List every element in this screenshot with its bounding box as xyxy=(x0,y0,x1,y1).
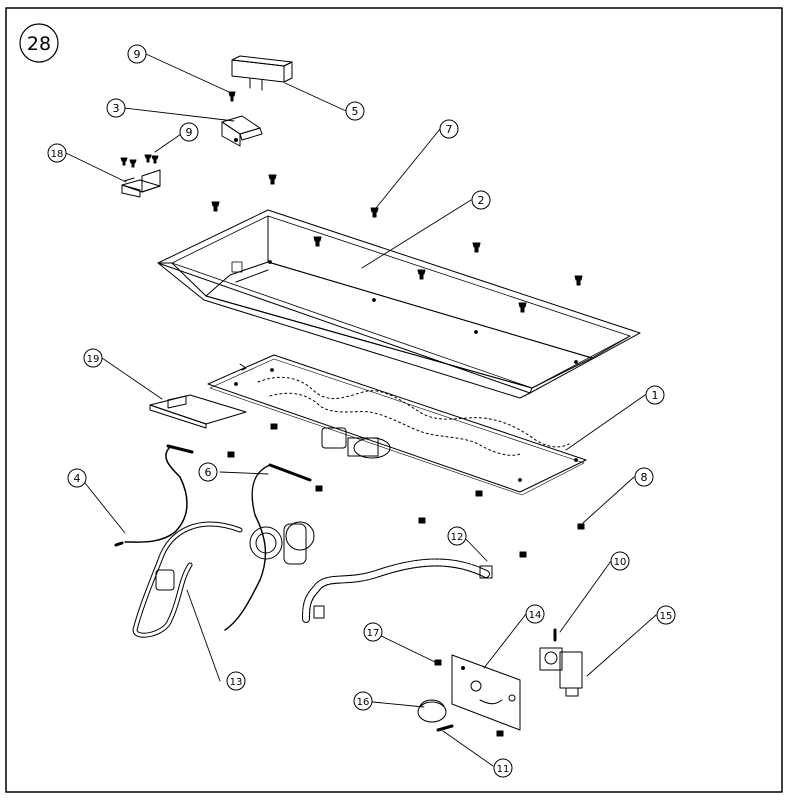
part-18-bracket xyxy=(121,169,161,198)
callout-17: 17 xyxy=(363,622,383,642)
callout-12: 12 xyxy=(447,526,467,546)
callout-9-top: 9 xyxy=(127,44,147,64)
leader-lines xyxy=(65,53,657,767)
callout-13: 13 xyxy=(226,671,246,691)
svg-text:11: 11 xyxy=(497,764,510,775)
svg-text:12: 12 xyxy=(451,532,464,543)
screw-parts xyxy=(120,91,583,313)
svg-text:7: 7 xyxy=(446,123,453,136)
svg-text:9: 9 xyxy=(134,48,141,61)
svg-text:4: 4 xyxy=(74,472,81,485)
callout-8: 8 xyxy=(634,467,654,487)
svg-text:9: 9 xyxy=(186,126,193,139)
part-19-plate xyxy=(149,394,247,429)
callout-11: 11 xyxy=(493,758,513,778)
svg-text:13: 13 xyxy=(230,677,243,688)
callout-19: 19 xyxy=(83,348,103,368)
nut-parts xyxy=(227,423,585,737)
svg-text:3: 3 xyxy=(113,102,120,115)
svg-text:15: 15 xyxy=(660,611,673,622)
svg-text:8: 8 xyxy=(641,471,648,484)
page-border xyxy=(5,7,783,793)
callout-4: 4 xyxy=(67,468,87,488)
callout-9-side: 9 xyxy=(179,122,199,142)
callout-2: 2 xyxy=(471,190,491,210)
svg-text:16: 16 xyxy=(357,697,370,708)
svg-text:17: 17 xyxy=(367,628,380,639)
svg-text:14: 14 xyxy=(529,610,542,621)
part-1-burner-plate xyxy=(207,354,587,496)
svg-text:19: 19 xyxy=(87,354,100,365)
svg-text:5: 5 xyxy=(352,105,359,118)
svg-text:10: 10 xyxy=(614,557,627,568)
svg-text:28: 28 xyxy=(27,33,51,55)
callout-5: 5 xyxy=(345,101,365,121)
page-number-badge: 28 xyxy=(19,23,59,63)
svg-text:1: 1 xyxy=(652,389,659,402)
part-14-panel xyxy=(451,654,521,731)
callout-6: 6 xyxy=(198,462,218,482)
callout-7: 7 xyxy=(439,119,459,139)
callout-10: 10 xyxy=(610,551,630,571)
callout-15: 15 xyxy=(656,605,676,625)
part-13-gas-hose xyxy=(132,521,315,638)
part-16-knob xyxy=(417,699,454,732)
callout-14: 14 xyxy=(525,604,545,624)
callout-18: 18 xyxy=(47,143,67,163)
part-5-control-box xyxy=(231,55,293,91)
callout-1: 1 xyxy=(645,385,665,405)
part-15-valve xyxy=(539,628,583,697)
part-4-thermocouple xyxy=(114,444,194,547)
callout-3: 3 xyxy=(106,98,126,118)
part-12-flex-hose xyxy=(302,558,493,623)
svg-text:6: 6 xyxy=(205,466,212,479)
part-6-igniter xyxy=(224,463,312,631)
svg-text:2: 2 xyxy=(478,194,485,207)
part-3-bracket xyxy=(221,115,263,147)
part-2-burner-pan xyxy=(157,209,641,399)
callout-16: 16 xyxy=(353,691,373,711)
svg-text:18: 18 xyxy=(51,149,64,160)
